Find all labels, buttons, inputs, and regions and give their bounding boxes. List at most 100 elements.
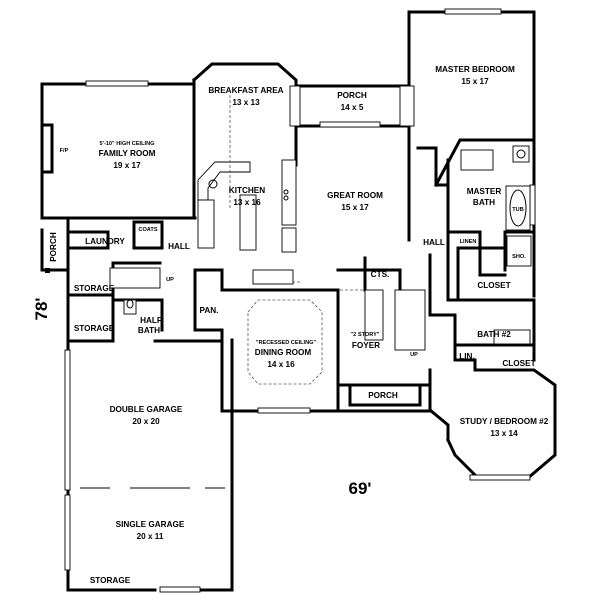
svg-text:"RECESSED CEILING": "RECESSED CEILING": [256, 340, 317, 346]
master-bath-name2: BATH: [473, 198, 495, 207]
svg-text:13 x 16: 13 x 16: [233, 198, 261, 207]
shower-label: SHO.: [512, 254, 526, 260]
svg-text:BATH: BATH: [138, 326, 160, 335]
coats-label: COATS: [138, 227, 157, 233]
svg-text:5'-10" HIGH CEILING: 5'-10" HIGH CEILING: [100, 141, 155, 147]
svg-text:PORCH: PORCH: [368, 391, 398, 400]
marker: [45, 268, 50, 273]
svg-text:FOYER: FOYER: [352, 341, 380, 350]
svg-text:DINING ROOM: DINING ROOM: [255, 348, 312, 357]
breakfast-area-name: BREAKFAST AREA: [208, 86, 283, 95]
svg-text:TUB: TUB: [512, 207, 524, 213]
linen-label: LINEN: [460, 239, 477, 245]
kitchen-name: KITCHEN: [229, 186, 265, 195]
hall-right-label: HALL: [423, 238, 445, 247]
svg-text:UP: UP: [166, 277, 174, 283]
svg-text:CLOSET: CLOSET: [502, 359, 535, 368]
dining-name: DINING ROOM: [255, 348, 312, 357]
svg-text:19 x 17: 19 x 17: [113, 161, 141, 170]
svg-text:15 x 17: 15 x 17: [341, 203, 369, 212]
dining-size: 14 x 16: [267, 360, 295, 369]
porch-top-size: 14 x 5: [341, 103, 364, 112]
svg-text:20 x 11: 20 x 11: [137, 532, 164, 541]
svg-text:PORCH: PORCH: [337, 91, 367, 100]
svg-text:"2 STORY": "2 STORY": [351, 332, 380, 338]
svg-text:SHO.: SHO.: [512, 254, 526, 260]
foyer-note: "2 STORY": [351, 332, 380, 338]
cts-label: CTS.: [371, 270, 390, 279]
windows: [64, 8, 536, 593]
hall-left-label: HALL: [168, 242, 190, 251]
single-garage-size: 20 x 11: [137, 532, 164, 541]
half-bath-line2: BATH: [138, 326, 160, 335]
svg-text:13 x 14: 13 x 14: [490, 429, 518, 438]
storage-2-label: STORAGE: [74, 324, 115, 333]
half-bath-line1: HALF: [140, 316, 162, 325]
svg-text:20 x 20: 20 x 20: [132, 417, 160, 426]
great-room-size: 15 x 17: [341, 203, 369, 212]
family-room-name: FAMILY ROOM: [99, 149, 156, 158]
svg-text:LAUNDRY: LAUNDRY: [85, 237, 125, 246]
study-closet-label: CLOSET: [502, 359, 535, 368]
svg-text:78': 78': [32, 298, 51, 321]
study-size: 13 x 14: [490, 429, 518, 438]
dining-note: "RECESSED CEILING": [256, 340, 317, 346]
svg-text:STUDY / BEDROOM #2: STUDY / BEDROOM #2: [460, 417, 549, 426]
svg-text:BATH #2: BATH #2: [477, 330, 511, 339]
svg-text:PAN.: PAN.: [200, 306, 219, 315]
svg-text:69': 69': [349, 479, 372, 498]
tub-label: TUB: [512, 207, 524, 213]
linen-small-label: LIN.: [459, 352, 474, 361]
fireplace-label: F/P: [60, 148, 69, 154]
svg-text:HALL: HALL: [423, 238, 445, 247]
svg-text:14 x 5: 14 x 5: [341, 103, 364, 112]
svg-text:UP: UP: [410, 352, 418, 358]
front-porch-label: PORCH: [368, 391, 398, 400]
breakfast-area-size: 13 x 13: [232, 98, 260, 107]
svg-text:BATH: BATH: [473, 198, 495, 207]
svg-text:COATS: COATS: [138, 227, 157, 233]
fixtures: [80, 95, 532, 489]
double-garage-name: DOUBLE GARAGE: [110, 405, 183, 414]
svg-text:SINGLE GARAGE: SINGLE GARAGE: [116, 520, 185, 529]
kitchen-size: 13 x 16: [233, 198, 261, 207]
svg-text:F/P: F/P: [60, 148, 69, 154]
family-room-note: 5'-10" HIGH CEILING: [100, 141, 155, 147]
porch-top-name: PORCH: [337, 91, 367, 100]
storage-bottom-label: STORAGE: [90, 576, 131, 585]
bath2-label: BATH #2: [477, 330, 511, 339]
depth-dimension: 78': [32, 298, 51, 321]
single-garage-name: SINGLE GARAGE: [116, 520, 185, 529]
svg-text:HALF: HALF: [140, 316, 162, 325]
svg-text:CTS.: CTS.: [371, 270, 390, 279]
svg-text:STORAGE: STORAGE: [74, 324, 115, 333]
svg-text:14 x 16: 14 x 16: [267, 360, 295, 369]
svg-text:LIN.: LIN.: [459, 352, 474, 361]
svg-text:HALL: HALL: [168, 242, 190, 251]
double-garage-size: 20 x 20: [132, 417, 160, 426]
stair-up-left: UP: [166, 277, 174, 283]
svg-text:FAMILY ROOM: FAMILY ROOM: [99, 149, 156, 158]
svg-text:CLOSET: CLOSET: [477, 281, 510, 290]
svg-text:DOUBLE GARAGE: DOUBLE GARAGE: [110, 405, 183, 414]
storage-1-label: STORAGE: [74, 284, 115, 293]
foyer-name: FOYER: [352, 341, 380, 350]
svg-text:STORAGE: STORAGE: [90, 576, 131, 585]
svg-text:MASTER: MASTER: [467, 187, 502, 196]
laundry-label: LAUNDRY: [85, 237, 125, 246]
study-name: STUDY / BEDROOM #2: [460, 417, 549, 426]
svg-text:BREAKFAST AREA: BREAKFAST AREA: [208, 86, 283, 95]
porch-side-label: PORCH: [49, 232, 58, 262]
svg-text:15 x 17: 15 x 17: [461, 77, 489, 86]
pantry-label: PAN.: [200, 306, 219, 315]
great-room-name: GREAT ROOM: [327, 191, 383, 200]
family-room-size: 19 x 17: [113, 161, 141, 170]
master-closet-label: CLOSET: [477, 281, 510, 290]
svg-text:PORCH: PORCH: [49, 232, 58, 262]
master-bedroom-size: 15 x 17: [461, 77, 489, 86]
width-dimension: 69': [349, 479, 372, 498]
master-bath-name: MASTER: [467, 187, 502, 196]
master-bedroom-name: MASTER BEDROOM: [435, 65, 515, 74]
svg-text:STORAGE: STORAGE: [74, 284, 115, 293]
